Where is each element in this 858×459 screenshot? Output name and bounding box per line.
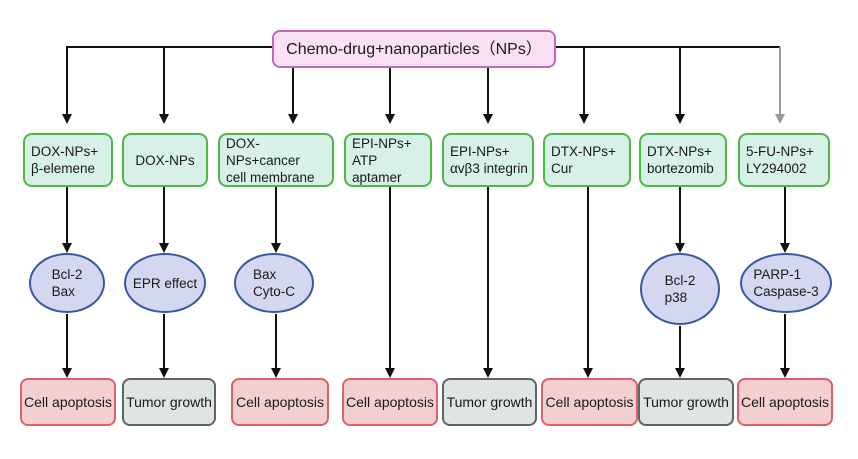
drug-node-7: DTX-NPs+ bortezomib: [639, 133, 727, 187]
drug-node-2: DOX-NPs: [122, 133, 208, 187]
drug-node-1: DOX-NPs+ β-elemene: [23, 133, 113, 187]
mechanism-node-3: Bax Cyto-C: [234, 253, 314, 313]
outcome-node-5: Tumor growth: [442, 378, 537, 426]
drug-node-6: DTX-NPs+ Cur: [543, 133, 631, 187]
mechanism-node-1: Bcl-2 Bax: [29, 253, 105, 313]
drug-node-3: DOX-NPs+cancer cell membrane: [218, 133, 334, 187]
drug-node-4: EPI-NPs+ ATP aptamer: [344, 133, 432, 187]
outcome-node-1: Cell apoptosis: [20, 378, 116, 426]
outcome-node-6: Cell apoptosis: [541, 378, 638, 426]
outcome-node-7: Tumor growth: [638, 378, 734, 426]
outcome-node-8: Cell apoptosis: [737, 378, 833, 426]
root-node: Chemo-drug+nanoparticles（NPs）: [272, 30, 556, 68]
mechanism-node-7: Bcl-2 p38: [640, 253, 720, 325]
outcome-node-3: Cell apoptosis: [231, 378, 329, 426]
mechanism-node-2: EPR effect: [124, 253, 206, 313]
mechanism-node-8: PARP-1 Caspase-3: [740, 253, 832, 313]
outcome-node-2: Tumor growth: [122, 378, 216, 426]
drug-node-5: EPI-NPs+ αvβ3 integrin: [442, 133, 534, 187]
outcome-node-4: Cell apoptosis: [342, 378, 438, 426]
root-connector-left: [62, 46, 272, 124]
drug-node-8: 5-FU-NPs+ LY294002: [738, 133, 830, 187]
